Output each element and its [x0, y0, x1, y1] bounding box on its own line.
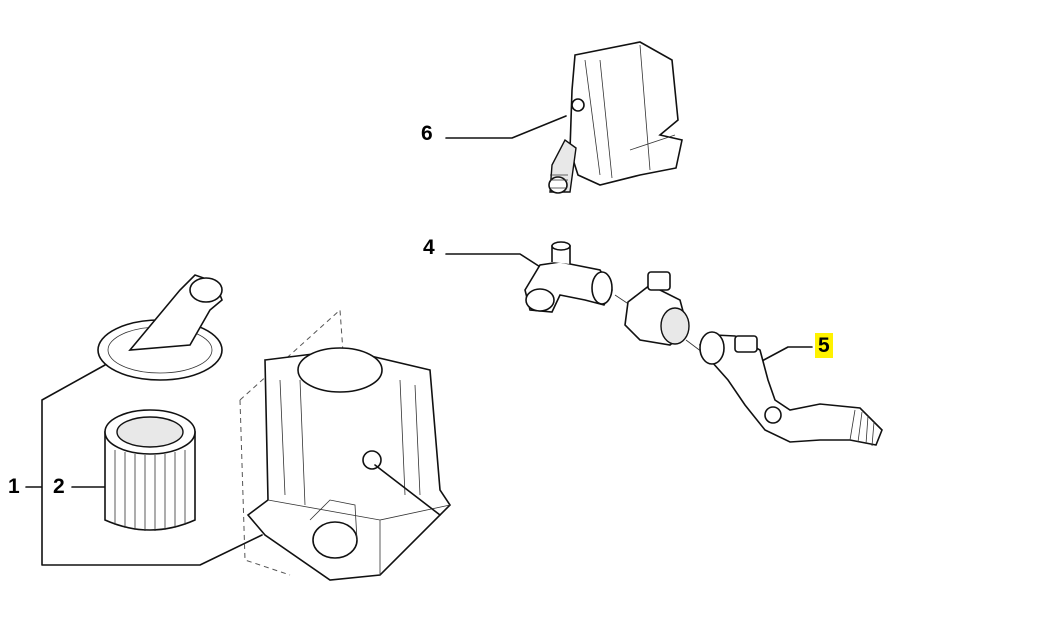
callout-2: 2: [53, 475, 65, 498]
callout-6: 6: [421, 122, 433, 145]
leader-line-5: [759, 346, 813, 363]
filter-element-part-2: [104, 409, 196, 531]
resonator-box-part-6: [548, 41, 683, 194]
callout-5-highlighted: 5: [815, 333, 833, 358]
leader-lines: [25, 115, 813, 566]
leader-line-1: [25, 364, 263, 566]
intake-hose-part-4: [524, 241, 703, 353]
callout-1: 1: [8, 475, 20, 498]
intake-horn-and-gasket: [97, 274, 223, 381]
air-duct-part-5: [698, 331, 883, 447]
air-box-part-1: [239, 308, 452, 581]
leader-line-6: [445, 115, 567, 139]
leader-line-4: [445, 253, 549, 273]
callout-4: 4: [423, 236, 435, 259]
